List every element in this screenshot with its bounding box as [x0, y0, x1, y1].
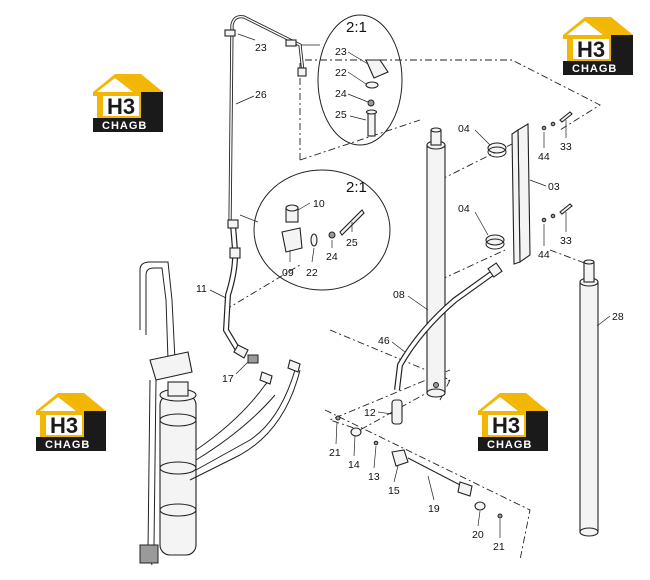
callout-44: 44 [538, 151, 550, 163]
callout-23: 23 [255, 42, 267, 54]
brand-logo: H3 CHAGB [563, 17, 633, 75]
scale-label-upper: 2:1 [346, 19, 367, 36]
leader-lines [209, 33, 611, 538]
callout-25: 25 [346, 237, 358, 249]
clamp-04-lower [485, 203, 573, 250]
callout-08: 08 [393, 289, 405, 301]
callout-12: 12 [364, 407, 376, 419]
hose-11 [222, 219, 241, 352]
callout-22: 22 [306, 267, 318, 279]
detail-circle-upper: 2:1 [290, 14, 403, 146]
valve-line [335, 399, 503, 519]
callout-11: 11 [196, 283, 207, 295]
callout-24: 24 [335, 88, 347, 100]
callout-13: 13 [368, 471, 380, 483]
logo-letters: H3 [50, 413, 78, 438]
logo-letters: H3 [577, 37, 605, 62]
callout-44: 44 [538, 249, 550, 261]
detail-circle-lower: 2:1 [239, 169, 391, 291]
brand-logo: H3 CHAGB [93, 74, 163, 132]
callout-10: 10 [313, 198, 325, 210]
callout-33: 33 [560, 141, 572, 153]
logo-letters: H3 [492, 413, 520, 438]
projection-lines [224, 59, 601, 561]
callout-28: 28 [612, 311, 624, 323]
logo-brand-text: CHAGB [45, 439, 90, 451]
cylinder-08 [426, 127, 446, 398]
callout-03: 03 [548, 181, 560, 193]
callouts: 23 26 23 22 24 25 10 09 22 24 25 11 17 0… [196, 42, 624, 553]
callout-19: 19 [428, 503, 440, 515]
pipe-26 [224, 15, 307, 226]
logo-brand-text: CHAGB [487, 439, 532, 451]
fitting-17 [233, 344, 259, 364]
callout-33: 33 [560, 235, 572, 247]
callout-46: 46 [378, 335, 390, 347]
callout-21: 21 [329, 447, 341, 459]
logo-brand-text: CHAGB [572, 63, 617, 75]
callout-04: 04 [458, 203, 470, 215]
cylinder-28 [579, 259, 599, 537]
callout-20: 20 [472, 529, 484, 541]
callout-17: 17 [222, 373, 234, 385]
bracket-03 [511, 123, 531, 265]
callout-15: 15 [388, 485, 400, 497]
callout-22: 22 [335, 67, 347, 79]
callout-21: 21 [493, 541, 505, 553]
logo-letters: H3 [107, 94, 135, 119]
logo-brand-text: CHAGB [102, 120, 147, 132]
brand-logo: H3 CHAGB [478, 393, 548, 451]
callout-24: 24 [326, 251, 338, 263]
callout-26: 26 [255, 89, 267, 101]
pump-assembly [139, 261, 301, 566]
hose-46 [394, 262, 503, 391]
callout-09: 09 [282, 267, 294, 279]
scale-label-lower: 2:1 [346, 179, 367, 196]
callout-14: 14 [348, 459, 360, 471]
clamp-04-upper [487, 111, 573, 158]
callout-25: 25 [335, 109, 347, 121]
callout-04: 04 [458, 123, 470, 135]
callout-23: 23 [335, 46, 347, 58]
brand-logo: H3 CHAGB [36, 393, 106, 451]
